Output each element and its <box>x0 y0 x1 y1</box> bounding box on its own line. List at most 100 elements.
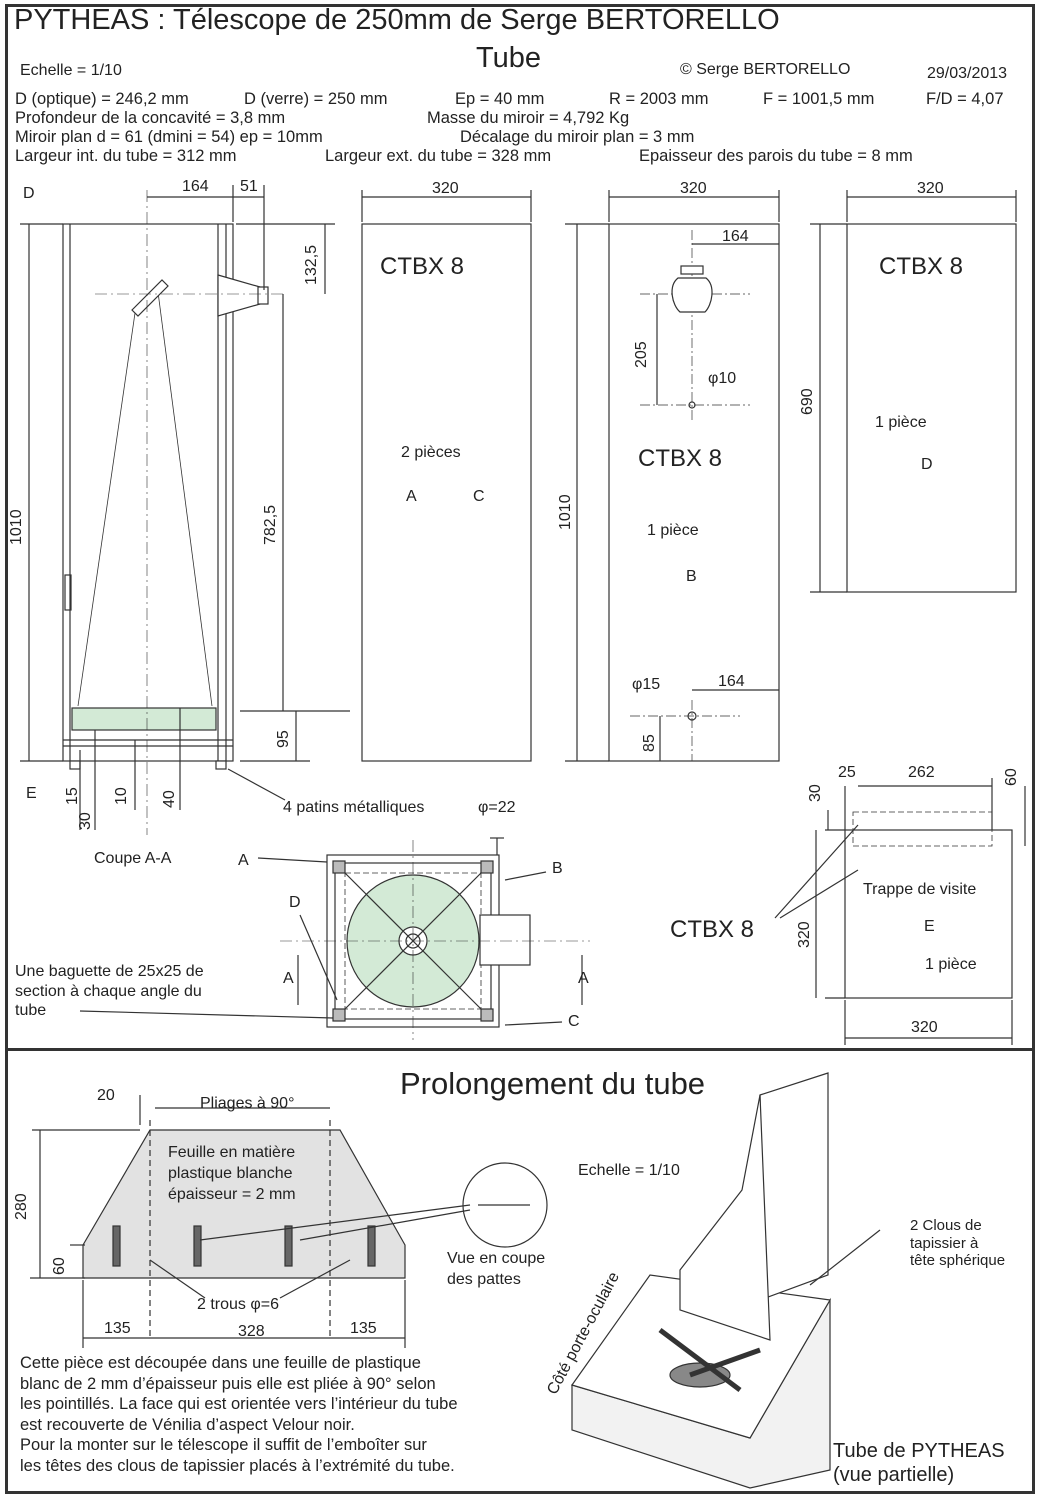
ext-nails-3: tête sphérique <box>910 1252 1006 1269</box>
cross-label-b: B <box>552 860 563 877</box>
panel-b-phi10: φ10 <box>708 370 737 387</box>
batten-note-3: tube <box>15 1002 47 1019</box>
ext-folds: Pliages à 90° <box>200 1095 295 1112</box>
extension-title: Prolongement du tube <box>400 1066 706 1101</box>
dim-15: 15 <box>64 787 81 805</box>
tube-section-outline <box>62 223 234 762</box>
panel-b-width: 320 <box>680 180 707 197</box>
panel-b-85: 85 <box>641 734 658 752</box>
spec-wall: Epaisseur des parois du tube = 8 mm <box>639 147 913 165</box>
spec-offset: Décalage du miroir plan = 3 mm <box>460 128 695 146</box>
ext-nails-2: tapissier à <box>910 1235 979 1252</box>
panel-ac-label-c: C <box>473 488 485 505</box>
dim-95: 95 <box>275 730 292 748</box>
panel-b-label-b: B <box>686 568 697 585</box>
para-line: les pointillés. La face qui est orientée… <box>20 1395 458 1413</box>
spec-r: R = 2003 mm <box>609 90 709 108</box>
dim-30: 30 <box>77 812 94 830</box>
ext-caption-2: (vue partielle) <box>833 1464 955 1486</box>
ext-coupe-2: des pattes <box>447 1271 521 1288</box>
scale-label: Echelle = 1/10 <box>20 62 122 79</box>
spec-f: F = 1001,5 mm <box>763 90 875 108</box>
panel-e <box>844 829 1013 999</box>
panel-b-164-bot: 164 <box>718 673 745 690</box>
dim-164: 164 <box>182 178 209 195</box>
para-line: les têtes des clous de tapissier placés … <box>20 1456 455 1475</box>
dim-10: 10 <box>113 787 130 805</box>
dim-782-5: 782,5 <box>262 504 279 545</box>
pads-phi: φ=22 <box>478 799 516 816</box>
panel-d-material: CTBX 8 <box>879 253 964 280</box>
ext-dim-135-b: 135 <box>350 1320 377 1337</box>
panel-e-25: 25 <box>838 764 856 781</box>
ext-nails-1: 2 Clous de <box>910 1217 982 1234</box>
ext-sheet-1: Feuille en matière <box>168 1144 296 1161</box>
panel-e-height: 320 <box>796 921 813 948</box>
panel-ac <box>361 223 532 762</box>
panel-d-label-d: D <box>921 456 933 473</box>
ext-dim-135-a: 135 <box>104 1320 131 1337</box>
ext-caption-1: Tube de PYTHEAS <box>833 1440 1005 1462</box>
page-title: PYTHEAS : Télescope de 250mm de Serge BE… <box>14 4 780 36</box>
spec-d-optique: D (optique) = 246,2 mm <box>15 90 189 108</box>
ext-coupe-1: Vue en coupe <box>447 1250 546 1267</box>
para-line: Cette pièce est découpée dans une feuill… <box>20 1354 421 1372</box>
panel-e-label-e: E <box>924 918 935 935</box>
cross-arrow-a-left: A <box>283 970 294 987</box>
ext-scale: Echelle = 1/10 <box>578 1162 680 1179</box>
spec-fd: F/D = 4,07 <box>926 90 1004 108</box>
page-subtitle: Tube <box>476 42 542 74</box>
spec-mass: Masse du miroir = 4,792 Kg <box>427 109 630 127</box>
panel-b-material: CTBX 8 <box>638 445 723 472</box>
batten-note-2: section à chaque angle du <box>15 983 202 1000</box>
panel-d-pieces: 1 pièce <box>875 414 927 431</box>
panel-b-205: 205 <box>633 341 650 368</box>
cross-label-c: C <box>568 1013 580 1030</box>
panel-e-title: Trappe de visite <box>863 881 977 898</box>
extension-description: Cette pièce est découpée dans une feuill… <box>20 1353 458 1476</box>
ext-dim-280: 280 <box>13 1193 30 1220</box>
panel-e-width: 320 <box>911 1019 938 1036</box>
dim-1010-section: 1010 <box>8 509 25 545</box>
spec-outer-width: Largeur ext. du tube = 328 mm <box>325 147 552 165</box>
ext-dim-20: 20 <box>97 1087 115 1104</box>
cross-label-a: A <box>238 852 249 869</box>
coupe-label: Coupe A-A <box>94 850 172 867</box>
panel-b-phi15: φ15 <box>632 676 661 693</box>
panel-ac-label-a: A <box>406 488 417 505</box>
panel-b-164-top: 164 <box>722 228 749 245</box>
panel-ac-height: 1010 <box>557 494 574 530</box>
panel-d <box>846 223 1017 593</box>
ext-dim-328: 328 <box>238 1323 265 1340</box>
primary-mirror <box>71 707 217 731</box>
label-e-section: E <box>26 785 37 802</box>
para-line: Pour la monter sur le télescope il suffi… <box>20 1436 427 1454</box>
panel-ac-width: 320 <box>432 180 459 197</box>
spec-d-verre: D (verre) = 250 mm <box>244 90 388 108</box>
copyright: © Serge BERTORELLO <box>680 61 851 78</box>
spec-inner-width: Largeur int. du tube = 312 mm <box>15 147 237 165</box>
dim-40: 40 <box>161 790 178 808</box>
panel-ac-material: CTBX 8 <box>380 253 465 280</box>
spec-ep: Ep = 40 mm <box>455 90 545 108</box>
ext-holes: 2 trous φ=6 <box>197 1296 279 1313</box>
ext-dim-60: 60 <box>51 1257 68 1275</box>
panel-e-60: 60 <box>1003 768 1020 786</box>
para-line: blanc de 2 mm d’épaisseur puis elle est … <box>20 1374 436 1393</box>
dim-51: 51 <box>240 178 258 195</box>
label-d-section: D <box>23 185 35 202</box>
ext-sheet-2: plastique blanche <box>168 1165 293 1182</box>
drawing-frame <box>5 4 1035 1494</box>
spec-secondary: Miroir plan d = 61 (dmini = 54) ep = 10m… <box>15 128 323 146</box>
panel-d-width: 320 <box>917 180 944 197</box>
cross-arrow-a-right: A <box>578 970 589 987</box>
cross-label-d: D <box>289 894 301 911</box>
panel-ac-pieces: 2 pièces <box>401 444 461 461</box>
pads-note: 4 patins métalliques <box>283 799 425 816</box>
panel-d-height: 690 <box>799 388 816 415</box>
panel-b <box>608 223 780 762</box>
ext-sheet-3: épaisseur = 2 mm <box>168 1186 296 1203</box>
para-line: est recouverte de Vénilia d’aspect Velou… <box>20 1415 355 1434</box>
dim-132-5: 132,5 <box>303 244 320 285</box>
